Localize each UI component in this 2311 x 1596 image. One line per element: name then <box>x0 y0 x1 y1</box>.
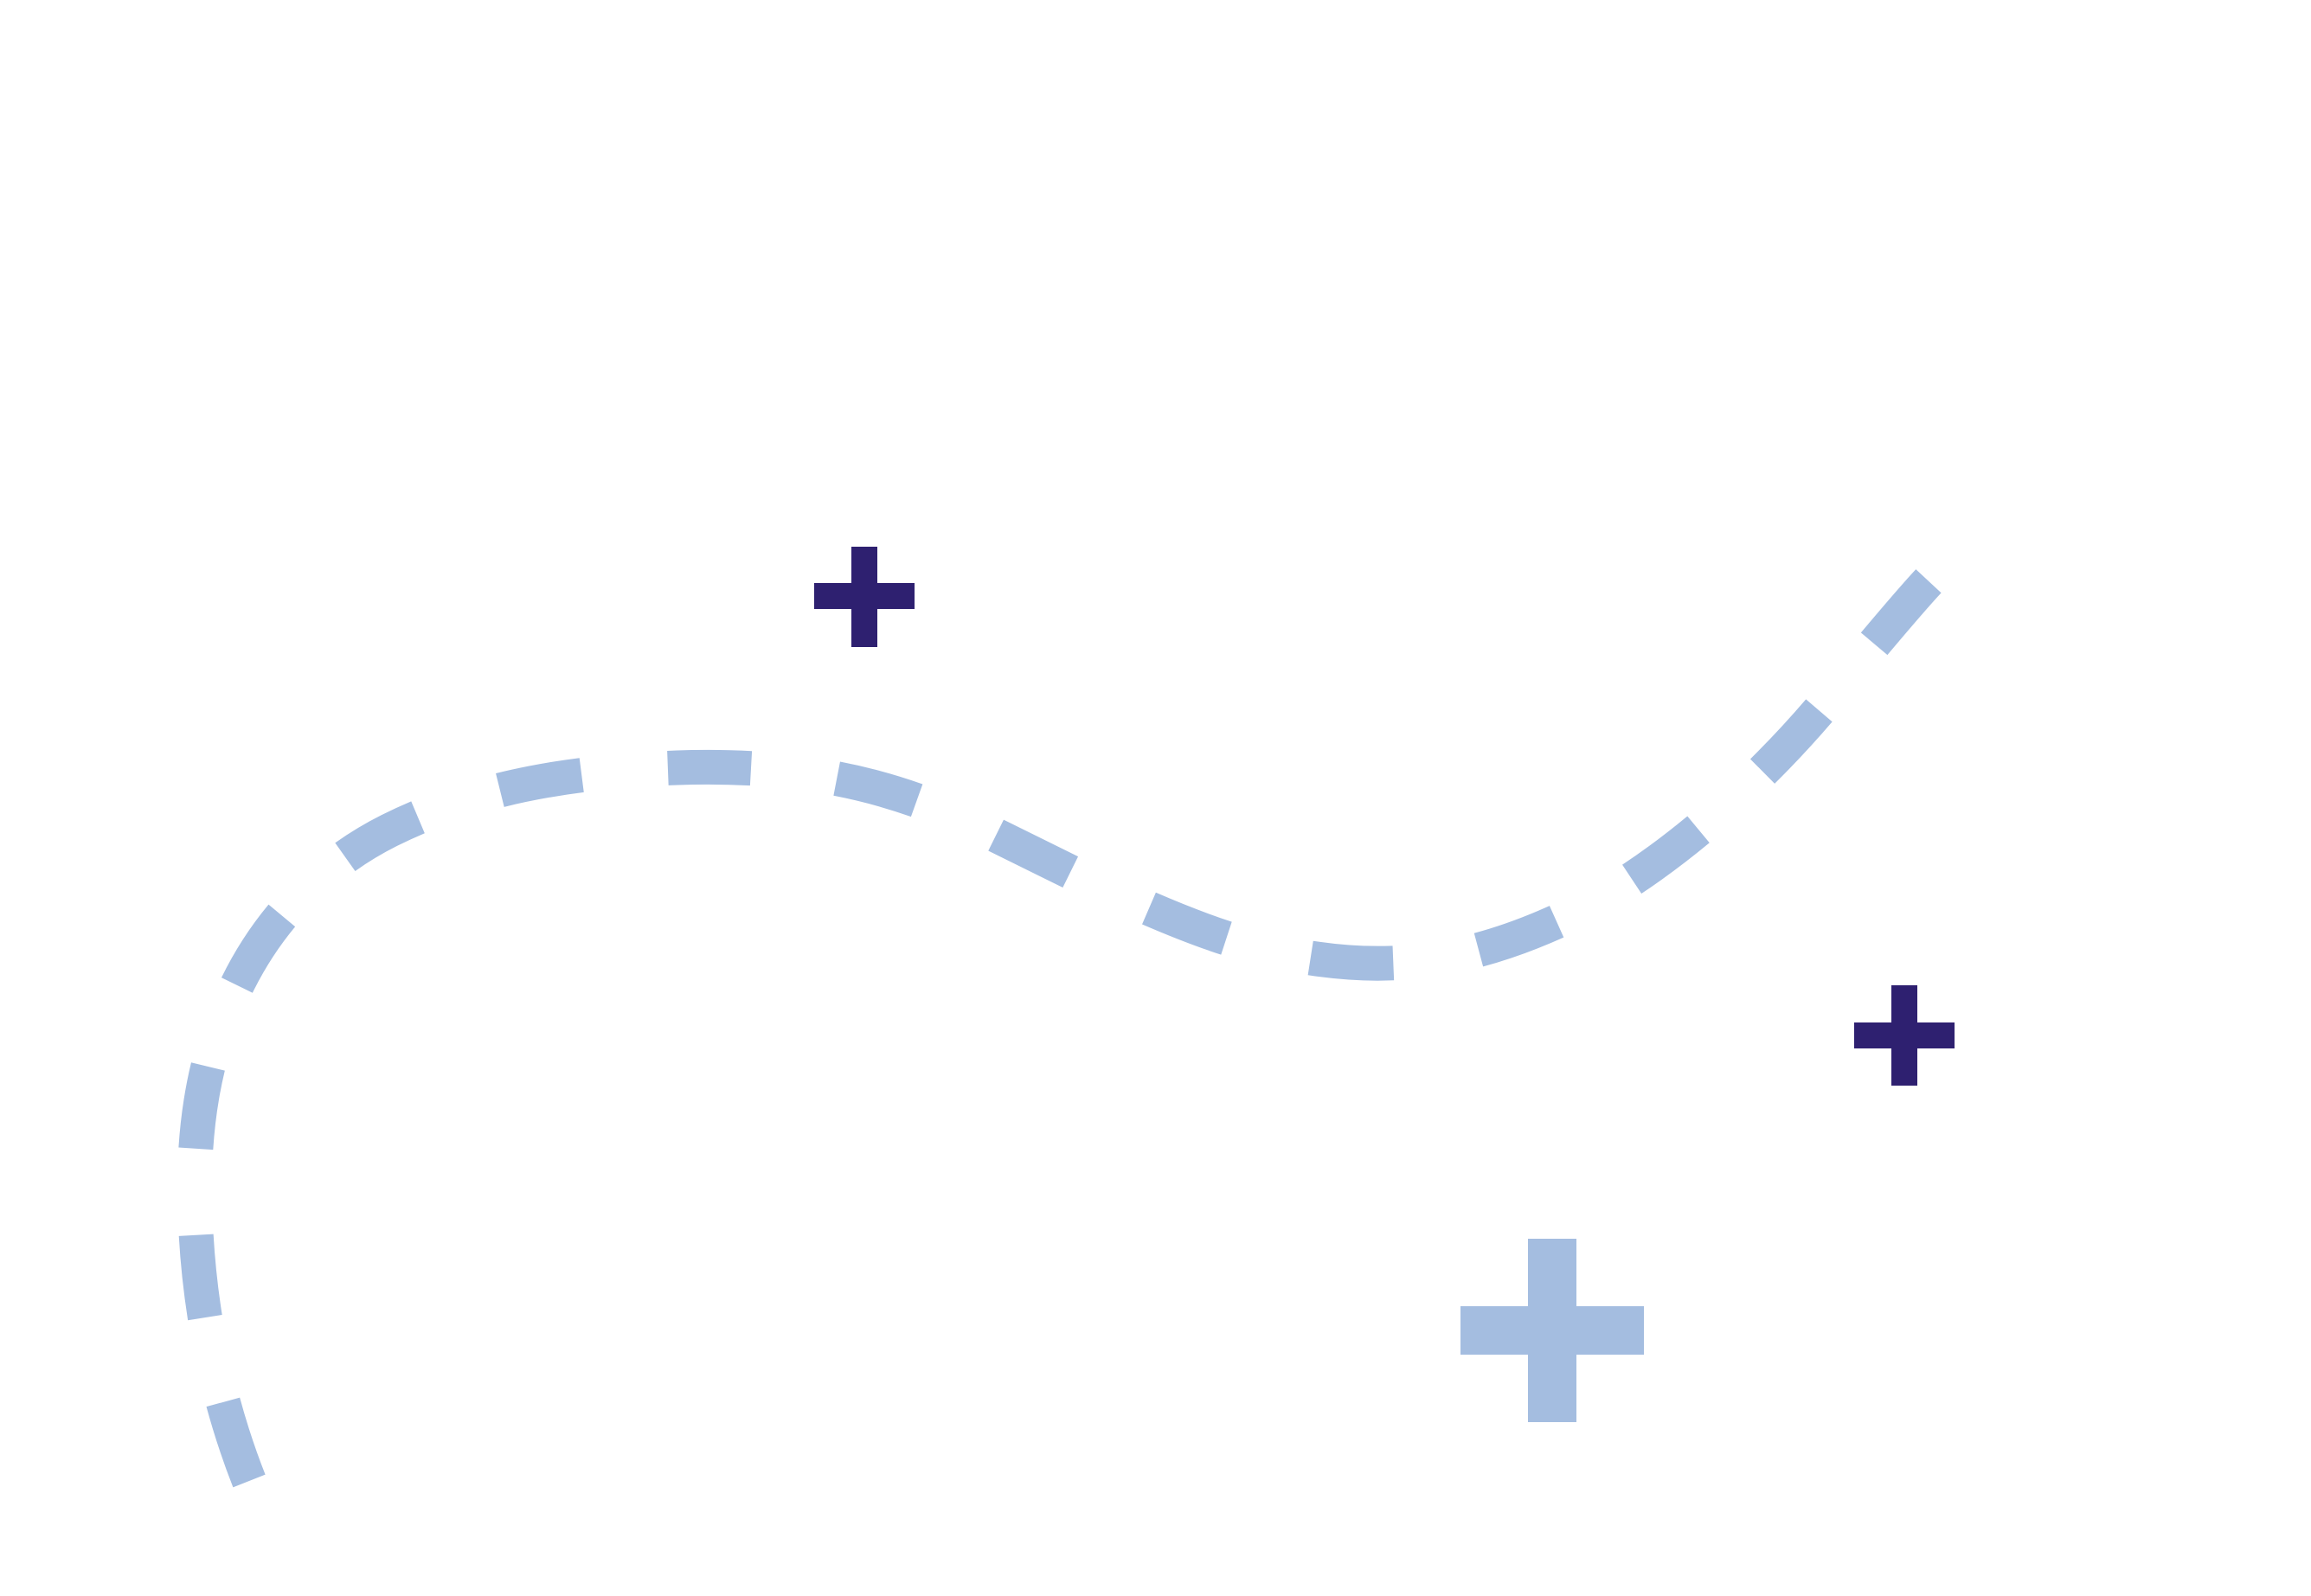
plus-icon-horizontal-bar <box>1460 1306 1644 1355</box>
plus-icon-horizontal-bar <box>814 583 915 609</box>
plus-icon-horizontal-bar <box>1854 1022 1955 1048</box>
plus-icon <box>814 547 915 647</box>
plus-icon <box>1854 985 1955 1086</box>
plus-icon <box>1460 1239 1644 1422</box>
